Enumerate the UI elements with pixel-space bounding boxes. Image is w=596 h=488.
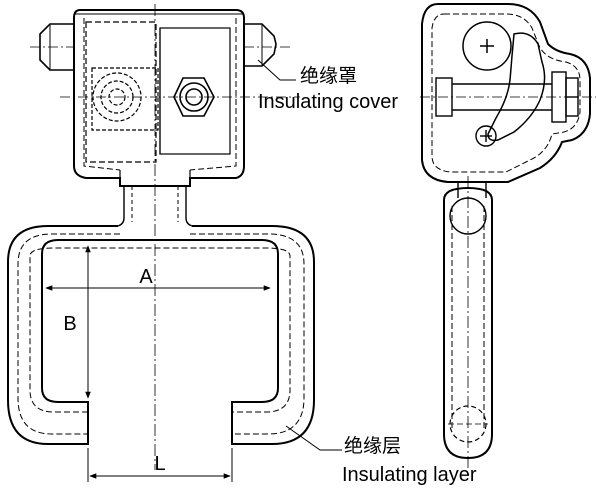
insulating-layer-label-en: Insulating layer xyxy=(342,464,477,486)
side-arm xyxy=(443,176,493,470)
side-bolt xyxy=(420,71,596,123)
insulating-cover-front xyxy=(73,9,245,187)
front-view xyxy=(7,4,315,470)
insulating-layer-label-cn: 绝缘层 xyxy=(344,435,401,457)
insulating-layer-loop xyxy=(7,225,315,445)
dimension-l-label: L xyxy=(154,453,165,475)
lower-pin xyxy=(475,125,497,147)
clamp-body-front xyxy=(85,21,231,186)
bolt-head-dashed xyxy=(91,67,159,131)
dimension-b-label: B xyxy=(63,313,76,335)
loop-neck xyxy=(117,186,193,227)
side-view xyxy=(420,3,596,470)
cam-plate xyxy=(487,32,546,142)
side-bolt-ends xyxy=(30,23,290,71)
dimension-a: A xyxy=(45,266,271,291)
top-pin xyxy=(462,21,512,71)
side-cover-outline xyxy=(421,3,591,183)
dimension-l: L xyxy=(87,448,233,482)
insulating-cover-label-cn: 绝缘罩 xyxy=(300,65,357,87)
dimension-b: B xyxy=(63,245,91,399)
leaders xyxy=(257,59,342,451)
dimension-a-label: A xyxy=(139,266,153,288)
insulating-cover-label-en: Insulating cover xyxy=(258,91,398,113)
